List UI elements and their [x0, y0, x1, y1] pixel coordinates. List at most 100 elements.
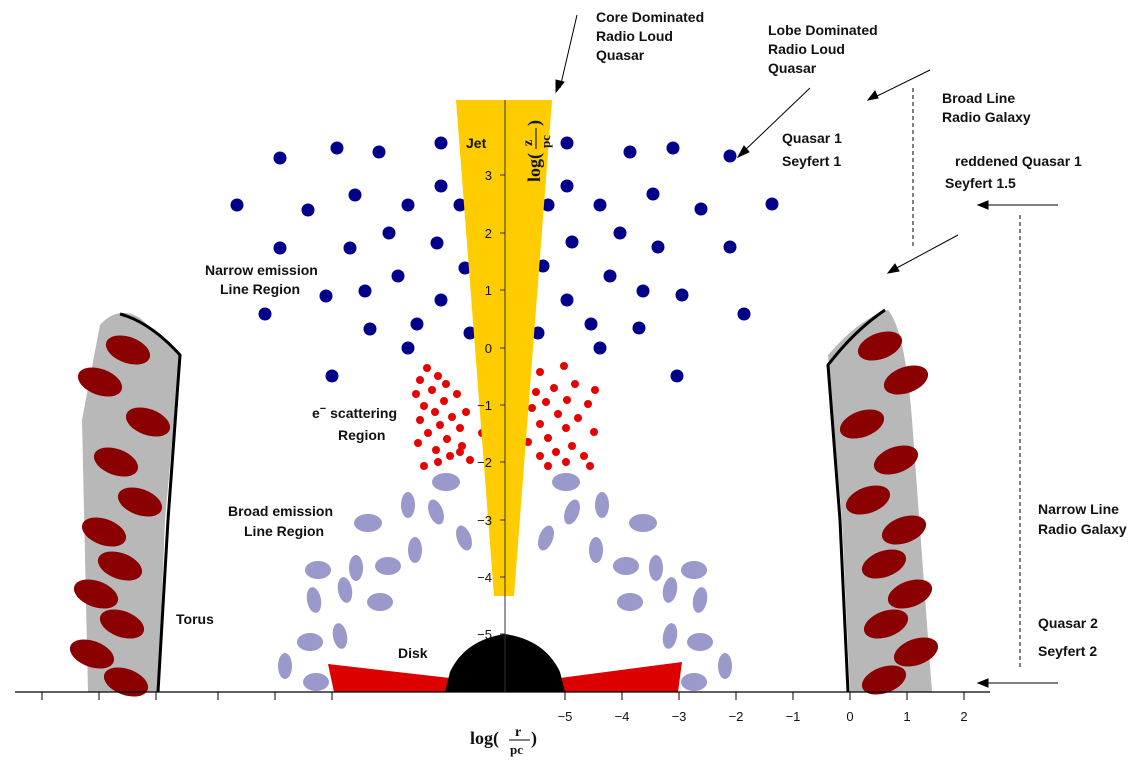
scatter-dot — [466, 456, 474, 464]
nlr-cloud — [593, 198, 607, 212]
nlr-cloud — [670, 369, 684, 383]
blr-cloud — [367, 593, 393, 611]
scatter-dot — [412, 390, 420, 398]
blr-cloud — [692, 587, 708, 613]
nlr-cloud — [434, 179, 448, 193]
scatter-dot — [434, 458, 442, 466]
nlr-cloud — [723, 240, 737, 254]
narrow-line-region-clouds — [230, 136, 779, 383]
scatter-dot — [562, 458, 570, 466]
z-axis-label-num: z — [521, 140, 536, 146]
scatter-dot — [420, 402, 428, 410]
blr-cloud — [687, 633, 713, 651]
label-broad-line-rg-2: Radio Galaxy — [942, 109, 1031, 125]
x-axis-tick-label: −4 — [615, 709, 630, 724]
nlr-cloud — [401, 198, 415, 212]
scatter-dot — [416, 416, 424, 424]
nlr-cloud — [348, 188, 362, 202]
label-seyfert-2: Seyfert 2 — [1038, 643, 1097, 659]
label-narrow-line-rg-2: Radio Galaxy — [1038, 521, 1127, 537]
torus-cloud — [97, 551, 143, 581]
x-axis-tick-label: −5 — [558, 709, 573, 724]
x-axis-label: log( r pc ) — [470, 725, 537, 757]
accretion-wedge-right — [560, 662, 682, 692]
blr-cloud — [408, 537, 422, 563]
scatter-dot — [428, 386, 436, 394]
label-core-dominated-1: Core Dominated — [596, 9, 704, 25]
scatter-dot — [580, 452, 588, 460]
nlr-cloud — [737, 307, 751, 321]
nlr-cloud — [765, 197, 779, 211]
nlr-cloud — [584, 317, 598, 331]
nlr-cloud — [391, 269, 405, 283]
scatter-dot — [453, 390, 461, 398]
label-lobe-dominated-1: Lobe Dominated — [768, 22, 878, 38]
label-escatter-region: Region — [338, 427, 385, 443]
x-axis-label-num: r — [515, 725, 521, 740]
blr-cloud — [552, 473, 580, 491]
scatter-dot — [552, 448, 560, 456]
label-escatter: e− scattering — [312, 403, 397, 421]
label-nlr-2: Line Region — [220, 281, 300, 297]
electron-scattering-dots — [412, 362, 599, 470]
nlr-cloud — [613, 226, 627, 240]
z-axis-tick-label: 3 — [485, 168, 492, 183]
torus-cloud — [873, 445, 919, 475]
nlr-cloud — [401, 341, 415, 355]
blr-cloud — [456, 525, 472, 551]
label-escatter-e: e — [312, 405, 320, 421]
z-axis-tick-label: 1 — [485, 283, 492, 298]
scatter-dot — [590, 428, 598, 436]
blr-cloud — [305, 561, 331, 579]
torus-cloud — [881, 515, 927, 545]
nlr-cloud — [651, 240, 665, 254]
blr-cloud — [681, 561, 707, 579]
scatter-dot — [591, 386, 599, 394]
nlr-cloud — [230, 198, 244, 212]
blr-cloud — [354, 514, 382, 532]
scatter-dot — [414, 439, 422, 447]
svg-text:): ) — [531, 728, 537, 749]
scatter-dot — [562, 424, 570, 432]
blr-cloud — [337, 577, 353, 603]
label-narrow-line-rg-1: Narrow Line — [1038, 501, 1119, 517]
blr-cloud — [617, 593, 643, 611]
torus-cloud — [73, 579, 119, 609]
torus-cloud — [883, 365, 929, 395]
scatter-dot — [436, 421, 444, 429]
x-axis-tick-label: −3 — [672, 709, 687, 724]
nlr-cloud — [434, 136, 448, 150]
scatter-dot — [550, 384, 558, 392]
torus-cloud — [93, 447, 139, 477]
blr-cloud — [564, 499, 580, 525]
blr-cloud — [613, 557, 639, 575]
torus-cloud — [81, 517, 127, 547]
z-axis-tick-label: −1 — [477, 398, 492, 413]
torus-cloud — [117, 487, 163, 517]
blr-cloud — [629, 514, 657, 532]
nlr-cloud — [541, 198, 555, 212]
scatter-dot — [528, 404, 536, 412]
torus-left — [69, 312, 182, 697]
nlr-cloud — [330, 141, 344, 155]
scatter-dot — [446, 452, 454, 460]
nlr-cloud — [636, 284, 650, 298]
label-seyfert-1: Seyfert 1 — [782, 153, 841, 169]
scatter-dot — [544, 434, 552, 442]
scatter-dot — [443, 435, 451, 443]
scatter-dot — [536, 368, 544, 376]
nlr-cloud — [258, 307, 272, 321]
label-core-dominated-2: Radio Loud — [596, 28, 673, 44]
label-core-dominated-3: Quasar — [596, 47, 645, 63]
scatter-dot — [456, 424, 464, 432]
torus-cloud — [845, 485, 891, 515]
scatter-dot — [568, 442, 576, 450]
blr-cloud — [589, 537, 603, 563]
torus-cloud — [861, 549, 907, 579]
z-axis-tick-label: −3 — [477, 513, 492, 528]
blr-cloud — [538, 525, 554, 551]
nlr-cloud — [453, 198, 467, 212]
nlr-cloud — [325, 369, 339, 383]
